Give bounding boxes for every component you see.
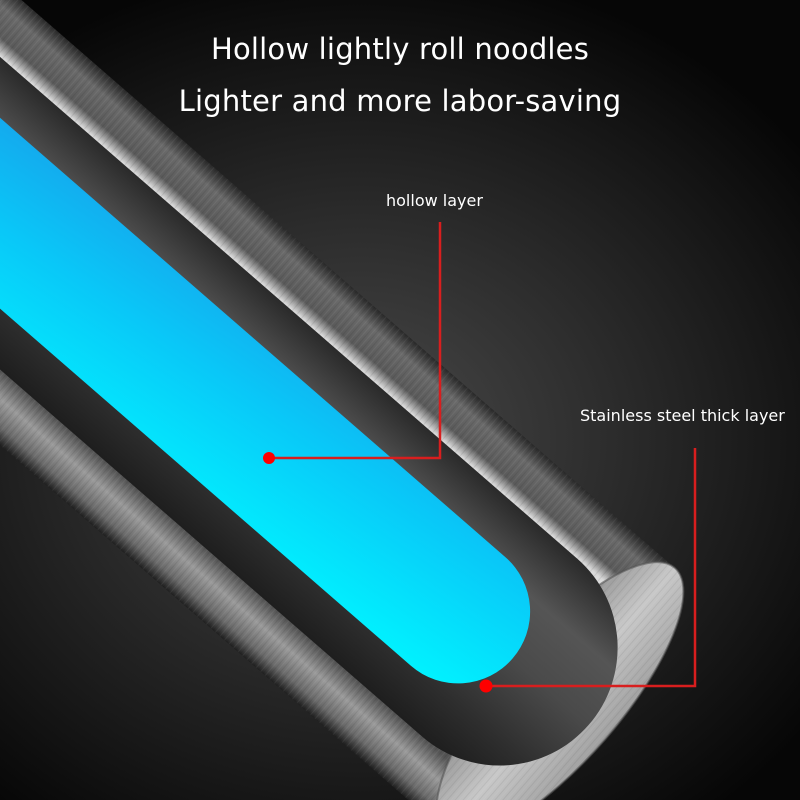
headline-line-1: Hollow lightly roll noodles	[210, 32, 590, 66]
callout-dot-steel	[479, 679, 493, 693]
callout-line-steel	[486, 448, 697, 688]
callout-hollow-layer	[263, 222, 442, 464]
callout-line-hollow	[269, 222, 442, 460]
callout-label-hollow-layer: hollow layer	[386, 191, 483, 210]
hollow-core	[0, 0, 531, 684]
callout-steel-layer	[479, 448, 697, 693]
headline-line-2: Lighter and more labor-saving	[178, 84, 622, 118]
callout-dot-hollow	[263, 452, 275, 464]
callout-label-stainless-steel-layer: Stainless steel thick layer	[580, 406, 785, 425]
